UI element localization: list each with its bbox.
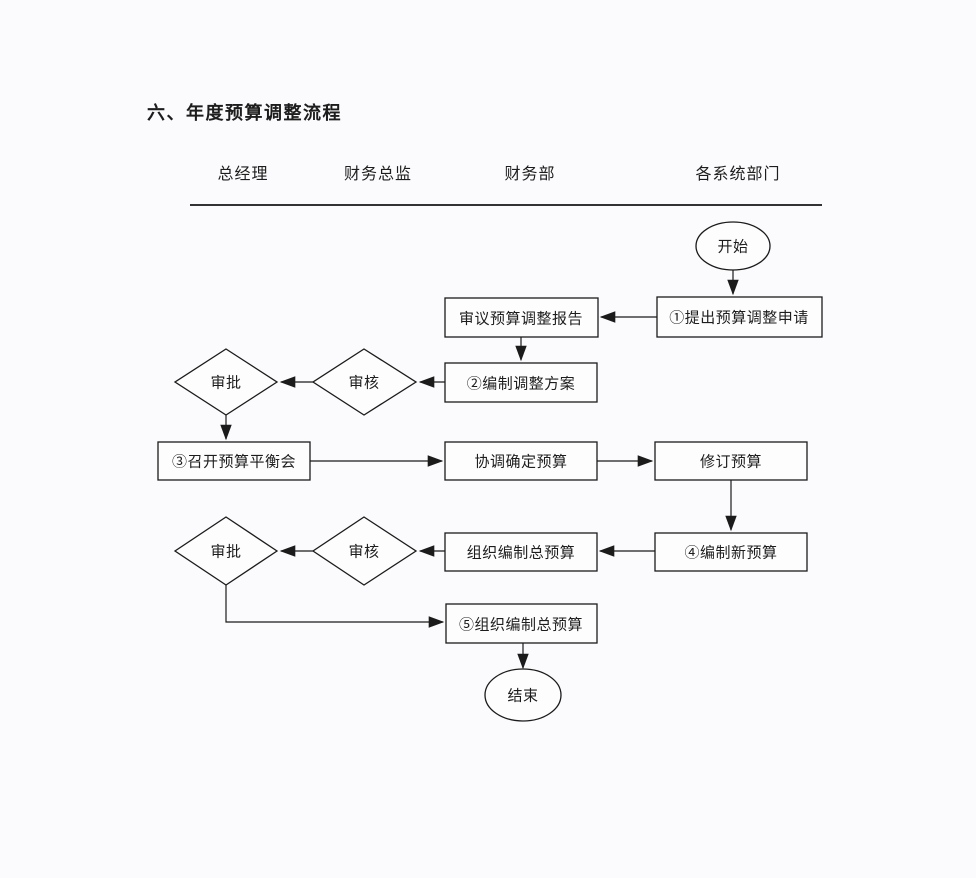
node-check2-label: 审核 bbox=[348, 543, 379, 560]
node-review-report-label: 审议预算调整报告 bbox=[459, 309, 583, 327]
step2-process-shape bbox=[444, 362, 598, 403]
node-approve2: 审批 bbox=[173, 516, 279, 586]
node-approve1: 审批 bbox=[173, 348, 279, 416]
node-end: 结束 bbox=[484, 668, 562, 722]
node-organize: 组织编制总预算 bbox=[444, 532, 598, 572]
check2-decision-shape bbox=[311, 516, 418, 586]
approve2-decision-shape bbox=[173, 516, 279, 586]
node-revise-label: 修订预算 bbox=[700, 452, 762, 470]
node-revise: 修订预算 bbox=[654, 441, 808, 481]
node-approve2-label: 审批 bbox=[210, 543, 241, 560]
node-step5-label: ⑤组织编制总预算 bbox=[459, 615, 583, 633]
edge-approve2-step5 bbox=[225, 585, 445, 628]
organize-process-shape bbox=[444, 532, 598, 572]
revise-process-shape bbox=[654, 441, 808, 481]
node-check2: 审核 bbox=[311, 516, 418, 586]
page-title: 六、年度预算调整流程 bbox=[147, 102, 342, 123]
node-step3: ③召开预算平衡会 bbox=[157, 441, 311, 481]
node-approve1-label: 审批 bbox=[210, 374, 241, 391]
lane-header-system-departments: 各系统部门 bbox=[695, 165, 780, 183]
check1-decision-shape bbox=[311, 348, 418, 416]
lane-header-general-manager: 总经理 bbox=[217, 165, 268, 183]
node-step1: ①提出预算调整申请 bbox=[656, 296, 823, 338]
start-terminator-shape bbox=[695, 221, 771, 271]
coordinate-process-shape bbox=[444, 441, 598, 481]
node-start: 开始 bbox=[695, 221, 771, 271]
node-step5: ⑤组织编制总预算 bbox=[445, 603, 598, 644]
step5-process-shape bbox=[445, 603, 598, 644]
node-step2-label: ②编制调整方案 bbox=[467, 374, 576, 392]
step3-process-shape bbox=[157, 441, 311, 481]
review-report-process-shape bbox=[444, 297, 599, 338]
node-check1: 审核 bbox=[311, 348, 418, 416]
node-step4-label: ④编制新预算 bbox=[684, 543, 777, 561]
lane-header-finance-department: 财务部 bbox=[504, 165, 555, 183]
node-step4: ④编制新预算 bbox=[654, 532, 808, 572]
node-check1-label: 审核 bbox=[348, 374, 379, 391]
node-organize-label: 组织编制总预算 bbox=[467, 543, 576, 561]
node-review-report: 审议预算调整报告 bbox=[444, 297, 599, 338]
approve1-decision-shape bbox=[173, 348, 279, 416]
node-end-label: 结束 bbox=[507, 687, 538, 704]
node-step1-label: ①提出预算调整申请 bbox=[669, 308, 809, 326]
node-step3-label: ③召开预算平衡会 bbox=[172, 452, 296, 470]
lane-header-finance-director: 财务总监 bbox=[344, 165, 412, 183]
node-step2: ②编制调整方案 bbox=[444, 362, 598, 403]
end-terminator-shape bbox=[484, 668, 562, 722]
node-start-label: 开始 bbox=[717, 238, 748, 255]
step1-process-shape bbox=[656, 296, 823, 338]
node-coordinate-label: 协调确定预算 bbox=[474, 452, 567, 470]
node-coordinate: 协调确定预算 bbox=[444, 441, 598, 481]
step4-process-shape bbox=[654, 532, 808, 572]
